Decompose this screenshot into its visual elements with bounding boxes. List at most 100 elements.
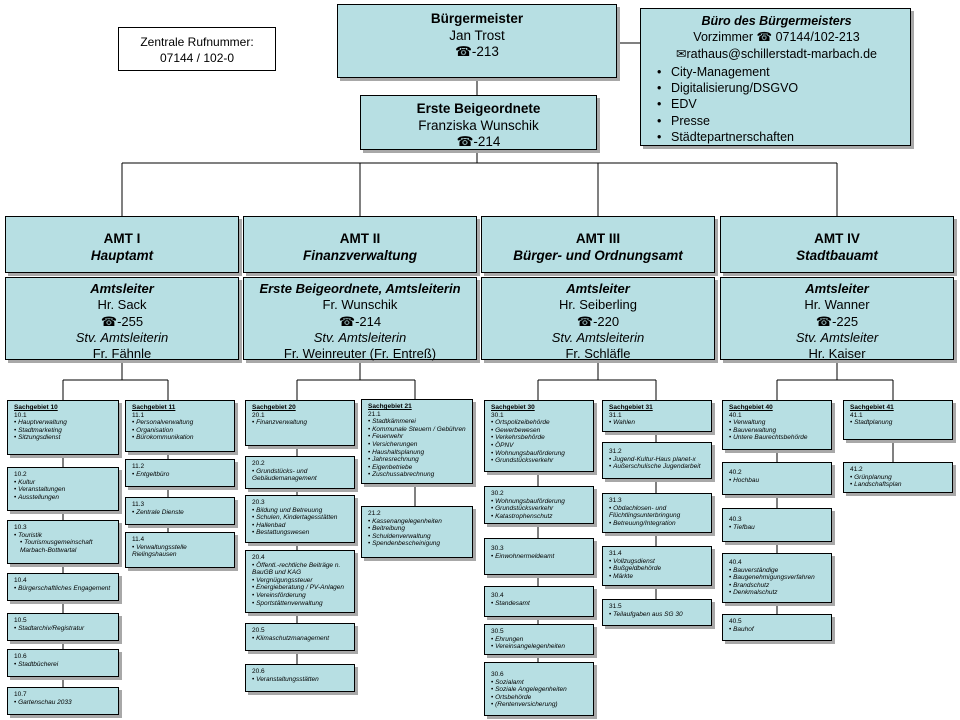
- amt-2-deputy-title: Stv. Amtsleiterin: [313, 329, 407, 345]
- sachgebiet-item: Jahresrechnung: [368, 456, 468, 464]
- sachgebiet-number: 11.4: [132, 536, 145, 543]
- sachgebiet-item: Wahlen: [609, 419, 707, 427]
- sachgebiet-20-5-box: 20.5 Klimaschutzmanagement: [245, 623, 355, 651]
- sachgebiet-item: Ehrungen: [491, 636, 589, 644]
- sachgebiet-31-5-box: 31.5 Teilaufgaben aus SG 30: [602, 599, 712, 626]
- amt-4-leader-box: Amtsleiter Hr. Wanner ☎-225 Stv. Amtslei…: [720, 277, 954, 362]
- amt-4-box: AMT IV Stadtbauamt: [720, 216, 954, 273]
- sachgebiet-number: 20.3: [252, 499, 265, 506]
- sachgebiet-item: Schulen, Kindertagesstätten: [252, 514, 350, 522]
- phone-icon: ☎: [338, 313, 356, 329]
- sachgebiet-20-6-box: 20.6 Veranstaltungsstätten: [245, 664, 355, 692]
- sachgebiet-number: 40.1: [729, 411, 742, 419]
- sachgebiet-item: Sportstättenverwaltung: [252, 600, 350, 608]
- buero-vorzimmer: Vorzimmer: [693, 30, 754, 45]
- buero-item: EDV: [649, 96, 904, 112]
- hotline-number: 07144 / 102-0: [159, 51, 235, 65]
- sachgebiet-item: Stadtarchiv/Registratur: [14, 625, 114, 633]
- sachgebiet-item: (Rentenversicherung): [491, 701, 589, 709]
- sachgebiet-item: Zentrale Dienste: [132, 509, 230, 517]
- sachgebiet-number: 40.2: [729, 469, 742, 476]
- sachgebiet-item: Brandschutz: [729, 582, 827, 590]
- sachgebiet-item: Kommunale Steuern / Gebühren: [368, 426, 468, 434]
- sachgebiet-number: 40.3: [729, 516, 742, 523]
- amt-1-subtitle: Hauptamt: [90, 248, 154, 263]
- sachgebiet-item: Grünplanung: [850, 474, 948, 482]
- sachgebiet-title: Sachgebiet 41: [850, 404, 894, 411]
- amt-2-phone: -214: [355, 313, 382, 329]
- sachgebiet-number: 41.2: [850, 466, 863, 473]
- sachgebiet-item: Gartenschau 2033: [14, 699, 114, 707]
- sachgebiet-30-4-box: 30.4 Standesamt: [484, 586, 594, 617]
- sachgebiet-40-2-box: 40.2 Hochbau: [722, 462, 832, 495]
- sachgebiet-item: Stadtkämmerei: [368, 418, 468, 426]
- deputy-phone: -214: [473, 134, 501, 149]
- sachgebiet-30-6-box: 30.6 SozialamtSoziale AngelegenheitenOrt…: [484, 662, 594, 716]
- amt-3-phone: -220: [593, 313, 620, 329]
- sachgebiet-11-3-box: 11.3 Zentrale Dienste: [125, 497, 235, 525]
- sachgebiet-31-box: Sachgebiet 31 31.1 Wahlen: [602, 400, 712, 432]
- buero-title: Büro des Bürgermeisters: [701, 14, 852, 28]
- sachgebiet-item: Vollzugsdienst: [609, 558, 707, 566]
- sachgebiet-item: Hauptverwaltung: [14, 419, 114, 427]
- sachgebiet-item: Baugenehmigungsverfahren: [729, 574, 827, 582]
- amt-4-head-name: Hr. Wanner: [804, 297, 870, 313]
- sachgebiet-30-box: Sachgebiet 30 30.1 OrtspolizeibehördeGew…: [484, 400, 594, 472]
- sachgebiet-number: 11.1: [132, 411, 145, 419]
- sachgebiet-item: Bauverständige: [729, 567, 827, 575]
- sachgebiet-item: Touristik: [14, 532, 114, 540]
- sachgebiet-item: Bestattungswesen: [252, 529, 350, 537]
- sachgebiet-item: Bußgeldbehörde: [609, 565, 707, 573]
- sachgebiet-item: Denkmalschutz: [729, 589, 827, 597]
- sachgebiet-number: 10.2: [14, 471, 27, 478]
- sachgebiet-item: Sitzungsdienst: [14, 434, 114, 442]
- sachgebiet-item: Landschaftsplan: [850, 481, 948, 489]
- sachgebiet-item: Vergnügungssteuer: [252, 577, 350, 585]
- mayor-box: Bürgermeister Jan Trost ☎-213: [337, 4, 617, 78]
- sachgebiet-11-box: Sachgebiet 11 11.1 PersonalverwaltungOrg…: [125, 400, 235, 452]
- sachgebiet-item: Feuerwehr: [368, 433, 468, 441]
- sachgebiet-item: Ausstellungen: [14, 494, 114, 502]
- sachgebiet-title: Sachgebiet 30: [491, 404, 535, 411]
- buero-email[interactable]: rathaus@schillerstadt-marbach.de: [686, 46, 878, 61]
- amt-1-leader-box: Amtsleiter Hr. Sack ☎-255 Stv. Amtsleite…: [5, 277, 239, 361]
- amt-1-head-name: Hr. Sack: [97, 297, 147, 313]
- phone-icon: ☎: [756, 30, 773, 45]
- amt-4-deputy-name: Hr. Kaiser: [808, 346, 866, 362]
- sachgebiet-31-4-box: 31.4 VollzugsdienstBußgeldbehördeMärkte: [602, 546, 712, 586]
- sachgebiet-10-4-box: 10.4 Bürgerschaftliches Engagement: [7, 573, 119, 601]
- amt-3-box: AMT III Bürger- und Ordnungsamt: [481, 216, 715, 273]
- sachgebiet-title: Sachgebiet 31: [609, 404, 653, 411]
- sachgebiet-item: Ortsbehörde: [491, 694, 589, 702]
- sachgebiet-11-2-box: 11.2 Entgeltbüro: [125, 459, 235, 487]
- sachgebiet-number: 31.5: [609, 603, 622, 610]
- sachgebiet-number: 21.1: [368, 410, 381, 418]
- amt-2-head-title: Erste Beigeordnete, Amtsleiterin: [259, 281, 461, 296]
- amt-1-head-title: Amtsleiter: [90, 281, 154, 296]
- sachgebiet-item: Verwaltungsstelle Rielingshausen: [132, 544, 230, 559]
- sachgebiet-item: Stadtplanung: [850, 419, 948, 427]
- mayor-name: Jan Trost: [449, 27, 505, 43]
- sachgebiet-title: Sachgebiet 40: [729, 404, 773, 411]
- sachgebiet-41-box: Sachgebiet 41 41.1 Stadtplanung: [843, 400, 953, 440]
- sachgebiet-item: Obdachlosen- und Flüchtlingsunterbringun…: [609, 505, 707, 520]
- sachgebiet-item: Spendenbescheinigung: [368, 540, 468, 548]
- sachgebiet-item: Kassenangelegenheiten: [368, 518, 468, 526]
- sachgebiet-41-2-box: 41.2 GrünplanungLandschaftsplan: [843, 462, 953, 493]
- sachgebiet-number: 20.1: [252, 411, 265, 419]
- sachgebiet-title: Sachgebiet 21: [368, 403, 412, 410]
- deputy-box: Erste Beigeordnete Franziska Wunschik ☎-…: [360, 95, 597, 150]
- phone-icon: ☎: [455, 44, 472, 59]
- sachgebiet-20-3-box: 20.3 Bildung und BetreuungSchulen, Kinde…: [245, 495, 355, 543]
- sachgebiet-31-3-box: 31.3 Obdachlosen- und Flüchtlingsunterbr…: [602, 493, 712, 533]
- sachgebiet-number: 40.4: [729, 559, 742, 566]
- amt-1-box: AMT I Hauptamt: [5, 216, 239, 273]
- amt-3-deputy-name: Fr. Schläfle: [565, 346, 631, 362]
- sachgebiet-item: Personalverwaltung: [132, 419, 230, 427]
- amt-3-title: AMT III: [575, 231, 621, 246]
- sachgebiet-item: Bildung und Betreuung: [252, 507, 350, 515]
- sachgebiet-10-3-box: 10.3 TouristikTourismusgemeinschaft Marb…: [7, 520, 119, 564]
- amt-3-head-title: Amtsleiter: [566, 281, 630, 296]
- amt-1-title: AMT I: [103, 231, 141, 246]
- sachgebiet-10-7-box: 10.7 Gartenschau 2033: [7, 687, 119, 715]
